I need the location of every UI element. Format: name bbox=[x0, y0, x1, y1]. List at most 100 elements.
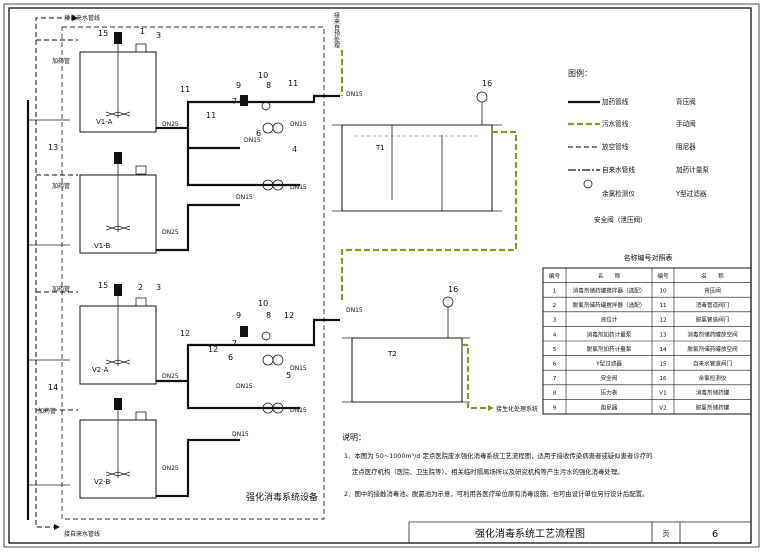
parts-table-cell: 消毒剂储药罐放空阀 bbox=[687, 330, 738, 338]
dn15-p1: DN15 bbox=[244, 137, 261, 144]
callout-12a: 12 bbox=[180, 329, 190, 338]
parts-table-cell: 脱氯剂储药罐放空阀 bbox=[687, 345, 738, 353]
dechlor-tank-t2: T2 接生化处理系统 DN15 bbox=[342, 296, 538, 413]
callout-6b: 6 bbox=[228, 353, 233, 362]
title-block: 强化消毒系统工艺流程图 页 6 bbox=[408, 521, 751, 543]
equipment-boundary bbox=[61, 26, 325, 520]
parts-table-cell: 5 bbox=[553, 347, 557, 353]
pump-group-disinfect: DN15 DN15 DN15 DN15 bbox=[236, 94, 340, 201]
callout-10b: 10 bbox=[258, 299, 268, 308]
parts-table-cell: 液位计 bbox=[601, 316, 618, 324]
parts-table-cell: V2 bbox=[659, 405, 666, 411]
callout-1: 1 bbox=[140, 27, 145, 36]
parts-table-header-cell: 名 称 bbox=[598, 272, 621, 280]
callout-12c: 12 bbox=[208, 345, 218, 354]
dn15-p4: DN15 bbox=[290, 184, 307, 191]
parts-table-cell: 2 bbox=[553, 303, 557, 309]
legend-item-manual-valve: 手动阀 bbox=[676, 119, 696, 128]
tank-v1b-label: V1-B bbox=[94, 242, 111, 250]
callout-4: 4 bbox=[292, 145, 297, 154]
parts-table-header-cell: 编号 bbox=[549, 272, 561, 280]
parts-table-cell: V1 bbox=[659, 391, 667, 397]
callout-11c: 11 bbox=[206, 111, 216, 120]
legend-item-sewage: 污水管线 bbox=[602, 119, 629, 128]
dn25-v1a: DN25 bbox=[162, 121, 179, 128]
dn15-p6: DN15 bbox=[232, 431, 249, 438]
callout-15b: 15 bbox=[98, 281, 108, 290]
callout-8b: 8 bbox=[266, 311, 271, 320]
tank-v2b-label: V2-B bbox=[94, 478, 111, 486]
drawing-title: 强化消毒系统工艺流程图 bbox=[475, 527, 585, 540]
callout-16b: 16 bbox=[448, 285, 458, 294]
callout-12b: 12 bbox=[284, 311, 294, 320]
parts-table-cell: 3 bbox=[553, 318, 557, 324]
tank-v2b: V2-B bbox=[79, 398, 157, 499]
callout-3b: 3 bbox=[156, 283, 161, 292]
dn15-p7: DN15 bbox=[290, 365, 307, 372]
dosing-label-3: 加药管 bbox=[52, 285, 70, 293]
parts-table-cell: 消毒管道阀门 bbox=[696, 301, 730, 309]
parts-table-cell: 自来水管道阀门 bbox=[693, 360, 733, 368]
parts-table-cell: 14 bbox=[659, 347, 667, 353]
legend-item-tap: 自来水管线 bbox=[602, 165, 635, 174]
parts-table-cell: 1 bbox=[553, 289, 557, 295]
parts-table-cell: 阻尼器 bbox=[601, 403, 618, 411]
dosing-label-2: 加药管 bbox=[52, 182, 70, 190]
parts-table-cell: 8 bbox=[553, 391, 557, 397]
dn15-inlet: DN15 bbox=[346, 91, 363, 98]
callout-11b: 11 bbox=[288, 79, 298, 88]
callout-8a: 8 bbox=[266, 81, 271, 90]
callout-3a: 3 bbox=[156, 31, 161, 40]
parts-table-cell: 11 bbox=[659, 303, 667, 309]
outer-frame bbox=[3, 3, 760, 548]
callout-15a: 15 bbox=[98, 29, 108, 38]
callout-9b: 9 bbox=[236, 311, 241, 320]
legend-item-chlorine: 余氯检测仪 bbox=[602, 189, 635, 198]
contact-tank-t1: T1 bbox=[332, 91, 502, 212]
note-line-2: 定点医疗机构（医院、卫生院等）、相关临时隔离场所以及研究机构等产生污水的强化消毒… bbox=[352, 467, 624, 476]
parts-table-cell: 13 bbox=[659, 332, 667, 338]
parts-table-cell: 消毒剂储药罐搅拌器（选配） bbox=[573, 287, 646, 295]
legend-item-pump: 加药计量泵 bbox=[676, 165, 709, 174]
legend-item-backpressure: 背压阀 bbox=[676, 97, 696, 106]
parts-table-cell: 背压阀 bbox=[704, 287, 721, 295]
pump-group-dechlor: DN15 DN15 DN15 DN15 bbox=[232, 318, 340, 438]
parts-table-header-cell: 编号 bbox=[657, 272, 669, 280]
callouts: 1 3 15 11 9 10 8 11 7 11 6 4 13 2 3 15 1… bbox=[48, 27, 492, 392]
tap-water-label-bottom: 接自来水管线 bbox=[64, 530, 100, 538]
parts-table-cell: 6 bbox=[553, 362, 557, 368]
parts-table-title: 名称编号对照表 bbox=[624, 253, 673, 262]
from-pretreatment-label: 接来自预处理 bbox=[333, 11, 340, 48]
callout-5: 5 bbox=[286, 371, 291, 380]
legend-item-damper: 阻尼器 bbox=[676, 142, 696, 151]
parts-table-cell: 脱氯剂加药计量泵 bbox=[587, 345, 632, 353]
parts-table-cell: 安全阀 bbox=[601, 374, 618, 382]
tank-v1b: V1-B bbox=[79, 152, 157, 254]
callout-14: 14 bbox=[48, 383, 58, 392]
legend-chlorine-icon bbox=[583, 179, 593, 189]
callout-9a: 9 bbox=[236, 81, 241, 90]
dn15-p8: DN15 bbox=[290, 407, 307, 414]
tank-t1-label: T1 bbox=[375, 144, 385, 152]
tap-water-label-top: 接自来水管线 bbox=[64, 14, 100, 22]
dn15-p2: DN15 bbox=[236, 194, 253, 201]
notes: 说明： 1．本图为 50~1000m³/d 定点医院废水强化消毒系统工艺流程图，… bbox=[342, 432, 653, 498]
legend: 图例： 加药管线 背压阀 污水管线 手动阀 放空管线 阻尼器 自来水管线 加药计… bbox=[568, 68, 709, 224]
parts-table-cell: 消毒剂加药计量泵 bbox=[587, 330, 632, 338]
parts-table-cell: 消毒剂储药罐 bbox=[696, 389, 730, 397]
parts-table-cell: Y型过滤器 bbox=[595, 360, 622, 368]
parts-table-cell: 9 bbox=[553, 405, 557, 411]
note-line-1: 1．本图为 50~1000m³/d 定点医院废水强化消毒系统工艺流程图，适用于接… bbox=[344, 451, 653, 460]
dosing-label-4: 加药管 bbox=[38, 407, 56, 415]
parts-table-header-cell: 名 称 bbox=[701, 272, 724, 280]
callout-2: 2 bbox=[138, 283, 143, 292]
parts-table-cell: 脱氯剂储药罐 bbox=[696, 403, 730, 411]
callout-10a: 10 bbox=[258, 71, 268, 80]
parts-table-cell: 10 bbox=[659, 289, 667, 295]
parts-table-cell: 16 bbox=[659, 376, 667, 382]
parts-table-cell: 4 bbox=[553, 332, 557, 338]
to-biochem-label: 接生化处理系统 bbox=[496, 405, 538, 413]
dosing-label-1: 加药管 bbox=[52, 57, 70, 65]
legend-item-safety-valve: 安全阀（泄压阀） bbox=[594, 215, 647, 224]
